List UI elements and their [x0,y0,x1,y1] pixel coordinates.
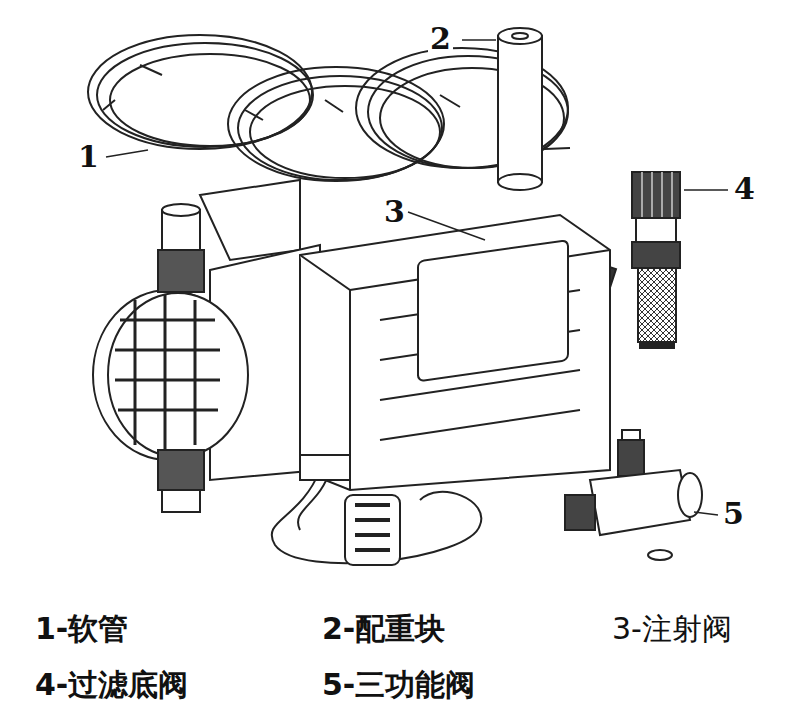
power-cord [272,455,482,565]
callout-number: 2 [428,22,453,55]
pump-body [93,180,610,512]
callout-number: 1 [76,140,101,173]
callout-number: 3 [382,195,407,228]
three-function-valve [565,430,702,560]
filter-valve [632,172,680,348]
tubing-coils [88,35,570,181]
part-caption: 3-注射阀 [612,612,732,645]
part-caption: 2-配重块 [322,612,445,645]
leader-lines [106,40,728,515]
weight-block [498,28,542,190]
part-caption: 5-三功能阀 [322,668,475,701]
callout-number: 5 [721,497,746,530]
part-caption: 1-软管 [35,612,128,645]
callout-number: 4 [732,172,757,205]
part-caption: 4-过滤底阀 [35,668,188,701]
